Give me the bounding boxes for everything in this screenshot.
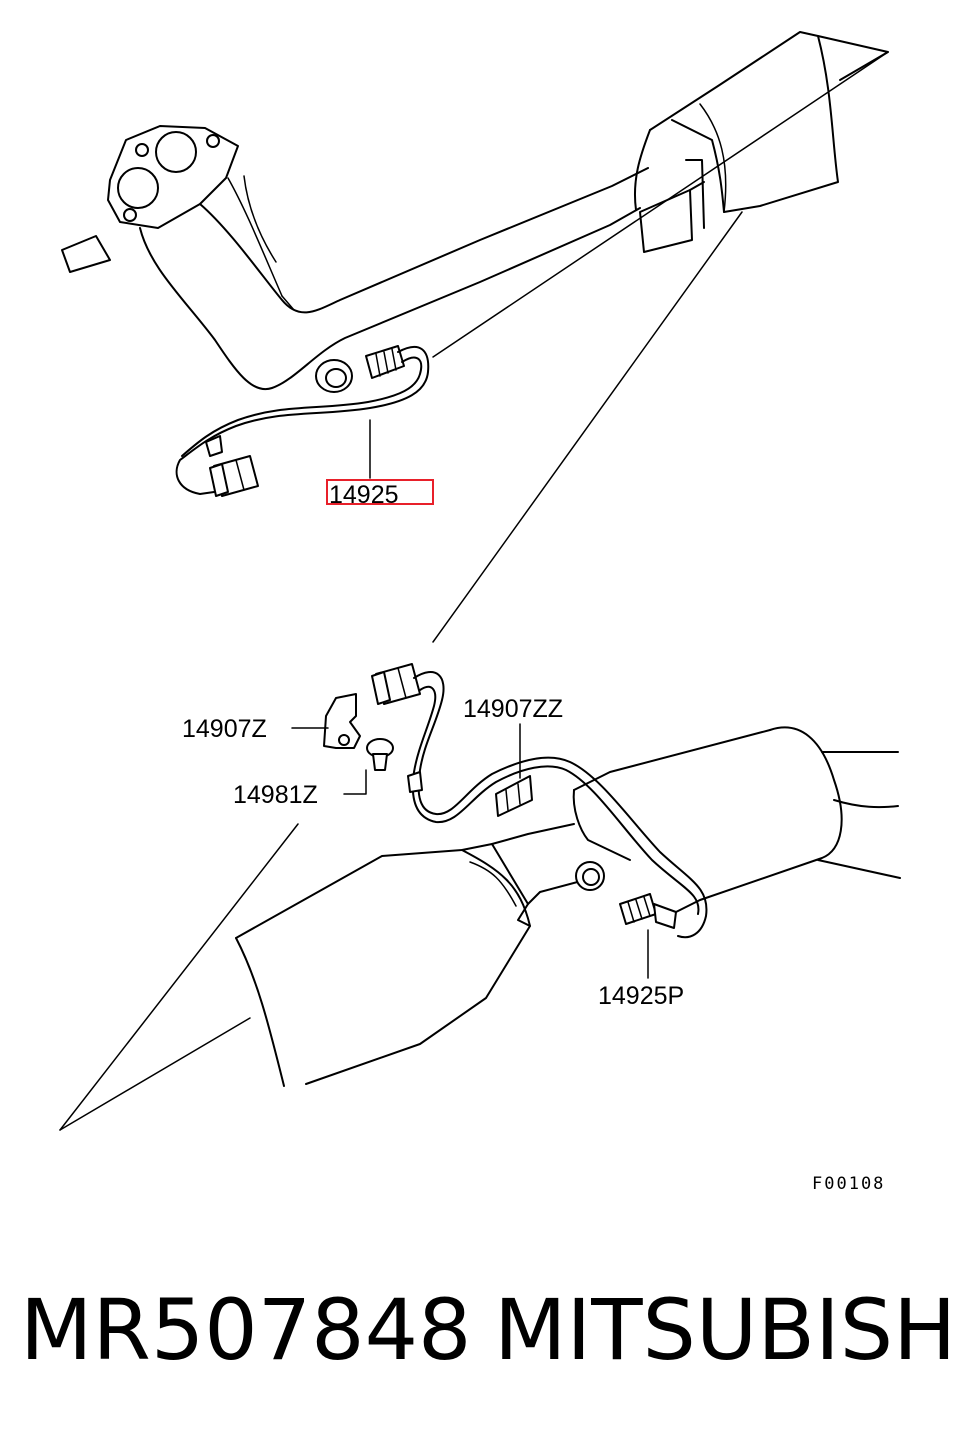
front-exhaust-pipe	[61, 31, 889, 643]
harness-bracket	[323, 693, 361, 749]
sensor-boss-gasket	[315, 359, 353, 393]
figure-code: F00108	[812, 1174, 885, 1194]
rear-oxygen-sensor	[371, 663, 708, 939]
rear-exhaust-system	[59, 726, 901, 1131]
label-sensor-rear[interactable]: 14925P	[598, 982, 684, 1010]
label-sensor-front-group[interactable]: 14925	[326, 479, 434, 509]
label-sensor-front[interactable]: 14925	[329, 481, 399, 509]
label-bracket[interactable]: 14907Z	[182, 715, 267, 743]
harness-clip	[495, 775, 533, 817]
part-number: MR507848	[20, 1281, 472, 1379]
leader-bolt	[343, 769, 367, 795]
brand-name: MITSUBISHI	[494, 1281, 960, 1379]
bolt	[366, 738, 394, 771]
label-highlight-box	[326, 479, 434, 505]
label-bolt[interactable]: 14981Z	[233, 781, 318, 809]
front-oxygen-sensor	[175, 345, 430, 497]
rear-sensor-gasket	[575, 861, 605, 891]
label-clip[interactable]: 14907ZZ	[463, 695, 563, 723]
